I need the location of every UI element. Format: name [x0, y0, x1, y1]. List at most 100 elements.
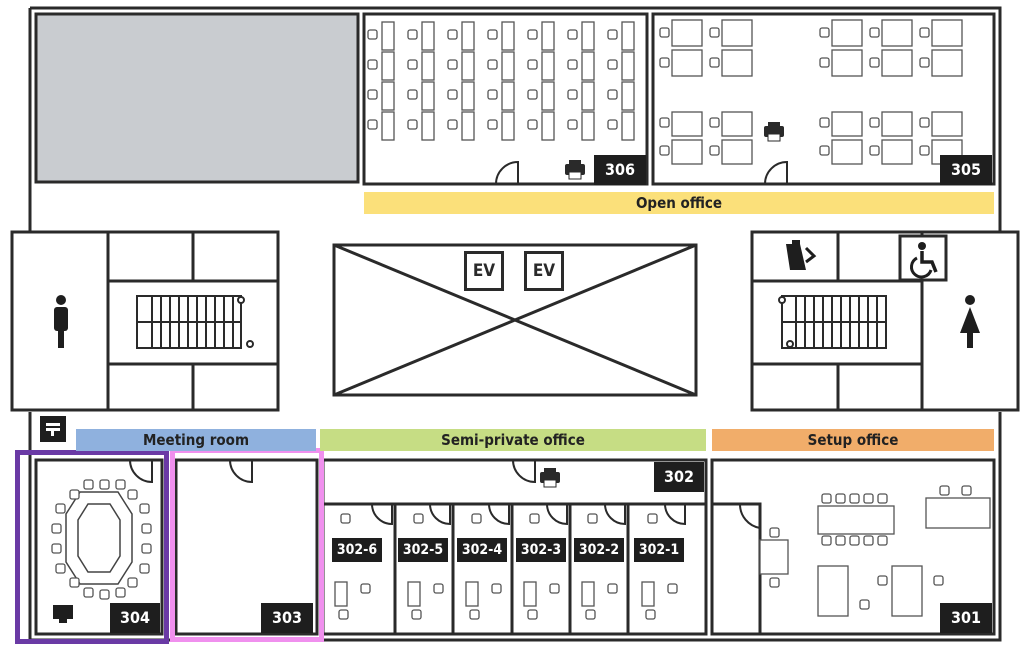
desk [541, 111, 555, 141]
chair [567, 119, 578, 130]
desk [831, 111, 863, 137]
conference-chair [51, 523, 62, 534]
chair [835, 493, 846, 504]
chair [659, 145, 670, 156]
chair [487, 29, 498, 40]
chair [869, 57, 880, 68]
chair [819, 117, 830, 128]
chair [919, 57, 930, 68]
desk [421, 111, 435, 141]
chair [487, 89, 498, 100]
chair [607, 29, 618, 40]
mailbox-icon [40, 416, 66, 442]
desk [881, 49, 913, 77]
chair [549, 583, 560, 594]
chair [469, 609, 480, 620]
chair [607, 119, 618, 130]
desk [421, 81, 435, 111]
chair [869, 145, 880, 156]
conference-chair [51, 543, 62, 554]
chair [413, 513, 424, 524]
zone-band-meeting-room: Meeting room [76, 429, 316, 451]
desk [891, 565, 923, 617]
chair [607, 583, 618, 594]
chair [411, 609, 422, 620]
desk [931, 111, 963, 137]
chair [527, 609, 538, 620]
desk [817, 565, 849, 617]
chair [527, 29, 538, 40]
room-tag-303[interactable]: 303 [261, 603, 313, 633]
booth-tag-302-1[interactable]: 302-1 [634, 538, 684, 562]
desk [501, 81, 515, 111]
booth-tag-302-3[interactable]: 302-3 [516, 538, 566, 562]
chair [607, 59, 618, 70]
conference-chair [139, 503, 150, 514]
room-tag-304[interactable]: 304 [110, 603, 160, 633]
conference-chair [115, 587, 126, 598]
chair [433, 583, 444, 594]
booth-tag-302-6[interactable]: 302-6 [332, 538, 382, 562]
conference-table [65, 491, 133, 585]
chair [877, 493, 888, 504]
desk [671, 49, 703, 77]
desk [581, 51, 595, 81]
desk [501, 111, 515, 141]
room-303 [174, 458, 319, 636]
desk [671, 111, 703, 137]
printer-icon [565, 160, 585, 180]
chair [919, 117, 930, 128]
stairs-left [136, 295, 254, 349]
chair [587, 513, 598, 524]
desk [501, 21, 515, 51]
chair [367, 89, 378, 100]
room-301 [710, 458, 996, 636]
chair [709, 27, 720, 38]
desk [621, 51, 635, 81]
monitor-icon [53, 605, 73, 623]
desk [581, 111, 595, 141]
room-tag-306[interactable]: 306 [594, 155, 646, 185]
kettle-icon [786, 240, 817, 270]
selection-outline-304[interactable] [15, 450, 169, 644]
chair [849, 493, 860, 504]
restroom-female-icon [960, 295, 980, 348]
desk [334, 581, 348, 607]
chair [367, 59, 378, 70]
zone-band-semi-private-office: Semi-private office [320, 429, 706, 451]
desk [759, 539, 789, 575]
chair [667, 583, 678, 594]
desk [381, 21, 395, 51]
conference-chair [99, 589, 110, 600]
chair [585, 609, 596, 620]
desk [931, 19, 963, 47]
chair [567, 29, 578, 40]
chair [447, 59, 458, 70]
booth-tag-302-4[interactable]: 302-4 [457, 538, 507, 562]
chair [607, 89, 618, 100]
conference-chair [55, 503, 66, 514]
room-tag-301[interactable]: 301 [940, 603, 992, 633]
booth-tag-302-2[interactable]: 302-2 [574, 538, 624, 562]
outer-wall [28, 6, 1002, 642]
chair [487, 119, 498, 130]
desk [831, 49, 863, 77]
desk [461, 51, 475, 81]
room-tag-305[interactable]: 305 [940, 155, 992, 185]
desk [881, 139, 913, 165]
chair [819, 145, 830, 156]
conference-chair [127, 577, 138, 588]
chair [407, 59, 418, 70]
conference-chair [115, 479, 126, 490]
elevator-label: EV [524, 251, 564, 291]
conference-chair [141, 523, 152, 534]
chair [567, 59, 578, 70]
booth-tag-302-5[interactable]: 302-5 [398, 538, 448, 562]
conference-chair [69, 577, 80, 588]
desk [671, 139, 703, 165]
chair [407, 89, 418, 100]
chair [819, 27, 830, 38]
right-core [750, 230, 1020, 412]
desk [641, 581, 655, 607]
room-tag-302[interactable]: 302 [654, 462, 704, 492]
